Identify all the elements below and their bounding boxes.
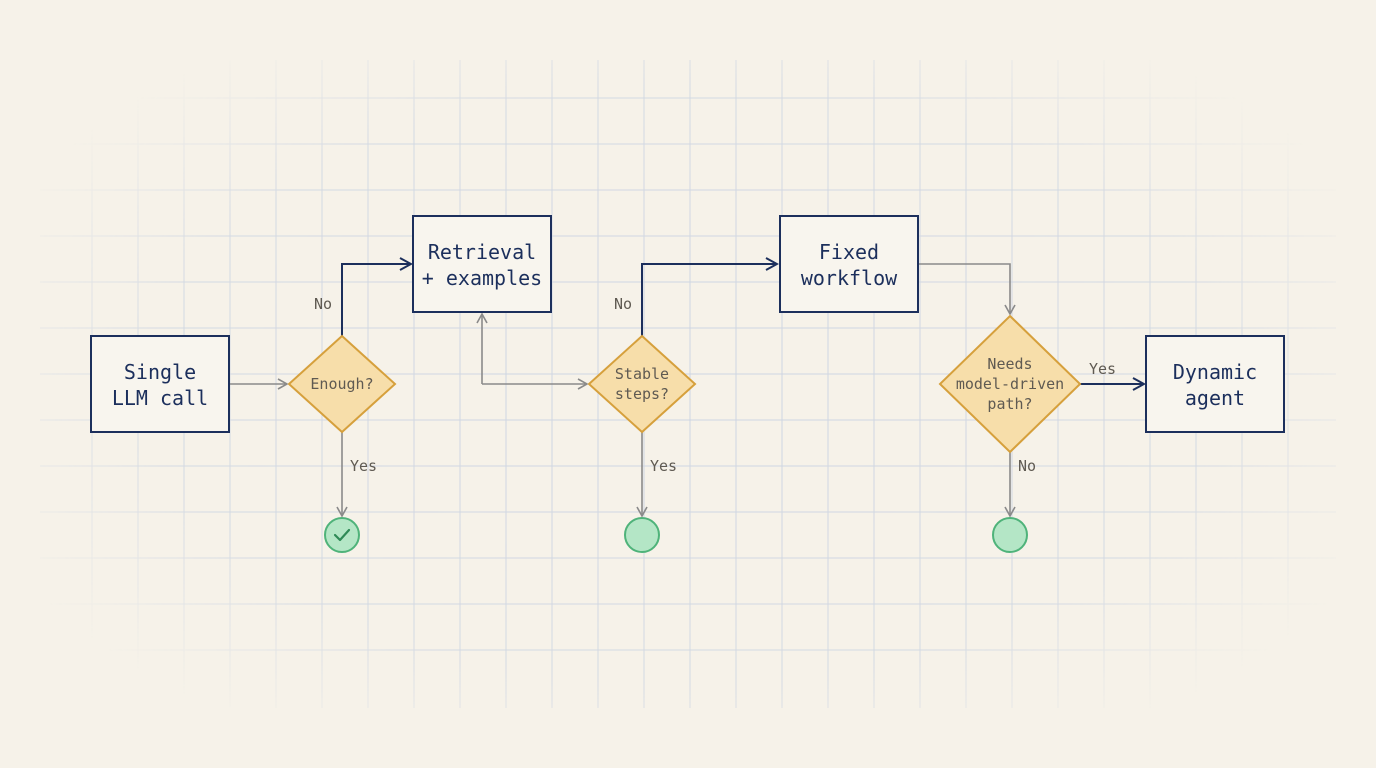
- edge-label-needs-yes: Yes: [1089, 360, 1116, 378]
- terminal-needs-no: [992, 517, 1028, 553]
- edge-fixed-to-needs: [918, 263, 1016, 316]
- edge-stable-no-to-fixed: [641, 264, 777, 336]
- edge-label-enough-yes: Yes: [350, 457, 377, 475]
- decision-needs-model-driven-path: Needs model-driven path?: [938, 314, 1082, 454]
- node-single-llm-call-line1: Single: [124, 360, 196, 384]
- decision-stable-steps-line2: steps?: [615, 385, 669, 403]
- decision-enough: Enough?: [287, 334, 397, 434]
- decision-stable-steps: Stable steps?: [587, 334, 697, 434]
- node-dynamic-agent-line1: Dynamic: [1173, 360, 1257, 384]
- node-retrieval-examples-line1: Retrieval: [428, 240, 536, 264]
- terminal-stable-yes: [624, 517, 660, 553]
- node-fixed-workflow: Fixed workflow: [779, 215, 919, 313]
- decision-enough-label: Enough?: [310, 375, 373, 393]
- edges: [230, 263, 1144, 518]
- edge-label-stable-no: No: [614, 295, 632, 313]
- node-fixed-workflow-line1: Fixed: [819, 240, 879, 264]
- edge-enough-no-to-retrieval: [341, 264, 411, 336]
- node-fixed-workflow-line2: workflow: [801, 266, 898, 290]
- decision-needs-line2: model-driven: [956, 375, 1064, 393]
- decision-stable-steps-line1: Stable: [615, 365, 669, 383]
- node-dynamic-agent: Dynamic agent: [1145, 335, 1285, 433]
- node-dynamic-agent-line2: agent: [1185, 386, 1245, 410]
- circle-icon: [624, 517, 660, 553]
- node-retrieval-examples: Retrieval + examples: [412, 215, 552, 313]
- edge-label-enough-no: No: [314, 295, 332, 313]
- edge-label-needs-no: No: [1018, 457, 1036, 475]
- edge-label-stable-yes: Yes: [650, 457, 677, 475]
- node-single-llm-call: Single LLM call: [90, 335, 230, 433]
- decision-needs-line1: Needs: [987, 355, 1032, 373]
- terminal-enough-yes: [324, 517, 360, 553]
- circle-icon: [992, 517, 1028, 553]
- node-retrieval-examples-line2: + examples: [422, 266, 542, 290]
- node-single-llm-call-line2: LLM call: [112, 386, 208, 410]
- check-icon: [333, 528, 351, 542]
- decision-needs-line3: path?: [987, 395, 1032, 413]
